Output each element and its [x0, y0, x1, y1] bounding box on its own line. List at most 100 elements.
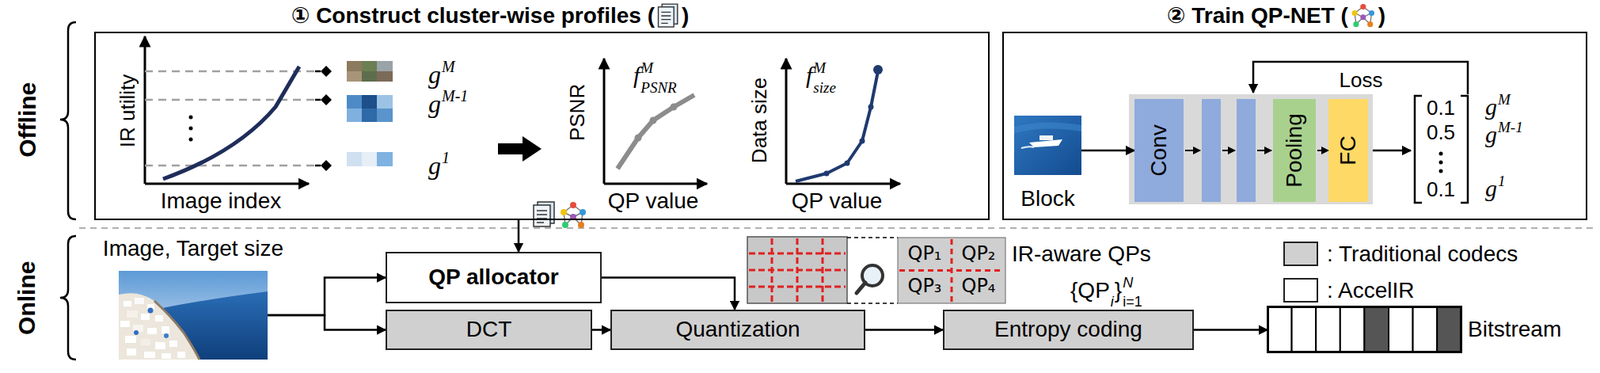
- bitstream-cells-part: [1292, 306, 1317, 353]
- layer-arrows-part: [1317, 149, 1329, 152]
- input-photo-part: [118, 270, 268, 360]
- qp-box: QP₁QP₂QP₃QP₄: [897, 237, 1006, 304]
- bitstream-label: Bitstream: [1467, 316, 1562, 343]
- input-photo-part: [155, 342, 166, 350]
- legend-text: : AccelIR: [1326, 277, 1414, 304]
- magnifier-icon: [856, 265, 883, 293]
- input-photo-part: [140, 338, 151, 346]
- input-photo-part: [154, 300, 200, 360]
- section-label: Offline: [14, 82, 42, 158]
- math-symbol: {QP: [1070, 277, 1110, 304]
- qp-label: QP₃: [908, 275, 943, 298]
- output-value: 0.5: [1426, 121, 1456, 145]
- axis-label: Data size: [748, 77, 772, 164]
- utility-chart-part: [189, 115, 194, 120]
- input-photo-part: [140, 313, 150, 320]
- input-photo-part: [126, 310, 138, 318]
- bitstream-cells-part: [1413, 306, 1438, 353]
- connector: [267, 315, 386, 331]
- loss-label: Loss: [1339, 68, 1384, 93]
- connector: [601, 277, 735, 311]
- qp-grid-part: [897, 237, 1006, 304]
- qp-label: QP₄: [961, 275, 996, 298]
- cluster-thumbnails-part: [361, 108, 377, 122]
- psnr-chart: [604, 58, 707, 184]
- utility-chart-part: [189, 126, 194, 131]
- math-superscript: M: [1497, 91, 1511, 109]
- output-bracket-part: [1414, 95, 1422, 203]
- psnr-chart-part: [670, 103, 678, 111]
- section-separator: [79, 228, 1593, 229]
- panel-heading: ② Train QP-NET (): [1166, 3, 1386, 29]
- block-arrow-part: [497, 136, 542, 162]
- size-chart-part: [844, 160, 851, 167]
- math-subscript: i=1: [1122, 293, 1143, 311]
- axis-label: QP value: [791, 188, 883, 214]
- utility-chart-part: [163, 66, 300, 179]
- math-superscript: 1: [441, 148, 450, 168]
- profile-icon-part: [658, 3, 678, 27]
- size-chart-part: [868, 104, 875, 111]
- block-photo-part: [1029, 139, 1063, 148]
- block-grid-thumbnail: [747, 236, 848, 304]
- block-photo-part: [1021, 146, 1034, 149]
- network-icon-part: [1352, 3, 1375, 27]
- layer-arrows-part: [1257, 149, 1272, 152]
- math-symbol: g: [1485, 121, 1498, 149]
- input-photo-part: [155, 315, 164, 322]
- math-subscript: i: [1110, 293, 1114, 311]
- psnr-chart-part: [604, 182, 707, 186]
- input-photo-part: [169, 340, 178, 347]
- input-photo-part: [144, 351, 156, 358]
- bitstream: Bitstream: [1267, 306, 1462, 353]
- bitstream-cells-part: [1315, 306, 1341, 353]
- size-chart-part: [785, 58, 788, 184]
- panel-title: ② Train QP-NET (: [1166, 3, 1349, 29]
- axis-label: PSNR: [566, 83, 590, 141]
- connector: [865, 328, 943, 331]
- input-photo-part: [118, 292, 200, 360]
- input-photo-part: [134, 297, 145, 305]
- math-symbol: g: [428, 89, 441, 119]
- output-value: 0.1: [1426, 178, 1456, 202]
- axis-label: IR utility: [116, 74, 141, 148]
- section-label: Online: [14, 260, 42, 335]
- math-symbol: g: [428, 60, 441, 90]
- output-bracket: [1414, 95, 1468, 203]
- section-separator-part: [79, 227, 1593, 229]
- bitstream-cells-part: [1364, 306, 1389, 353]
- math-subscript: size: [813, 79, 837, 97]
- qp-grid-part: [899, 239, 1004, 302]
- input-photo-part: [126, 348, 137, 356]
- section-bracket: [60, 22, 77, 360]
- panel-title: ): [1378, 3, 1386, 29]
- input-photo: [118, 270, 268, 360]
- process-box: Quantization: [610, 309, 866, 350]
- model-icons-part: [560, 201, 586, 229]
- connector: [517, 220, 521, 252]
- cluster-thumbnails-part: [361, 71, 377, 82]
- utility-chart: [144, 36, 332, 184]
- size-chart-part: [795, 71, 878, 182]
- block-photo: [1014, 115, 1082, 175]
- box-label: Quantization: [675, 316, 800, 343]
- math-superscript: M-1: [1497, 118, 1524, 137]
- input-photo-part: [161, 326, 170, 334]
- section-bracket-part: [60, 235, 77, 360]
- output-dots-part: [1439, 160, 1444, 165]
- network-body-part: [1128, 94, 1373, 205]
- math-superscript: N: [1122, 274, 1133, 292]
- psnr-chart-part: [603, 58, 606, 184]
- input-photo-part: [123, 300, 132, 307]
- math-superscript: 1: [1497, 172, 1506, 191]
- allocator-box: QP allocator: [385, 251, 602, 304]
- math-symbol: f: [633, 61, 640, 90]
- network-body-part: [1236, 98, 1256, 202]
- math-superscript: M: [813, 59, 826, 77]
- axis-label: Image index: [160, 188, 282, 214]
- qp-label: QP₁: [908, 243, 943, 266]
- bitstream-cells-part: [1436, 306, 1462, 353]
- cluster-thumbnails-part: [361, 60, 377, 72]
- connector: [592, 328, 611, 331]
- cluster-thumbnails-part: [376, 95, 393, 109]
